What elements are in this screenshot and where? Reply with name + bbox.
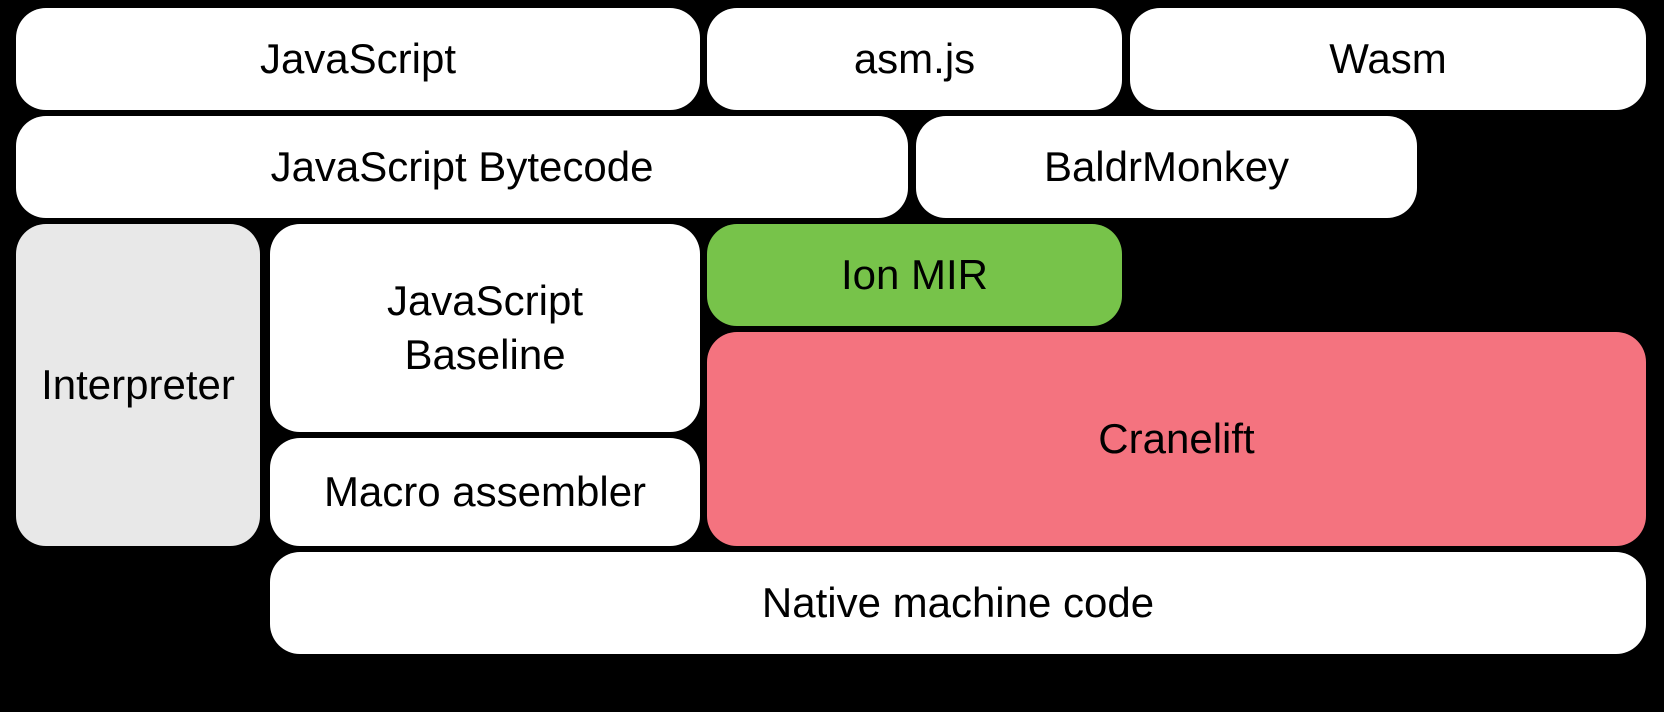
- diagram-node-cranelift: Cranelift: [707, 332, 1646, 546]
- diagram-node-wasm: Wasm: [1130, 8, 1646, 110]
- diagram-node-javascript: JavaScript: [16, 8, 700, 110]
- diagram-node-macro-assembler: Macro assembler: [270, 438, 700, 546]
- diagram-node-baldrmonkey: BaldrMonkey: [916, 116, 1417, 218]
- diagram-node-asmjs: asm.js: [707, 8, 1122, 110]
- diagram-node-javascript-baseline: JavaScript Baseline: [270, 224, 700, 432]
- diagram-node-javascript-bytecode: JavaScript Bytecode: [16, 116, 908, 218]
- diagram-node-native-machine-code: Native machine code: [270, 552, 1646, 654]
- diagram-node-interpreter: Interpreter: [16, 224, 260, 546]
- diagram-node-ion-mir: Ion MIR: [707, 224, 1122, 326]
